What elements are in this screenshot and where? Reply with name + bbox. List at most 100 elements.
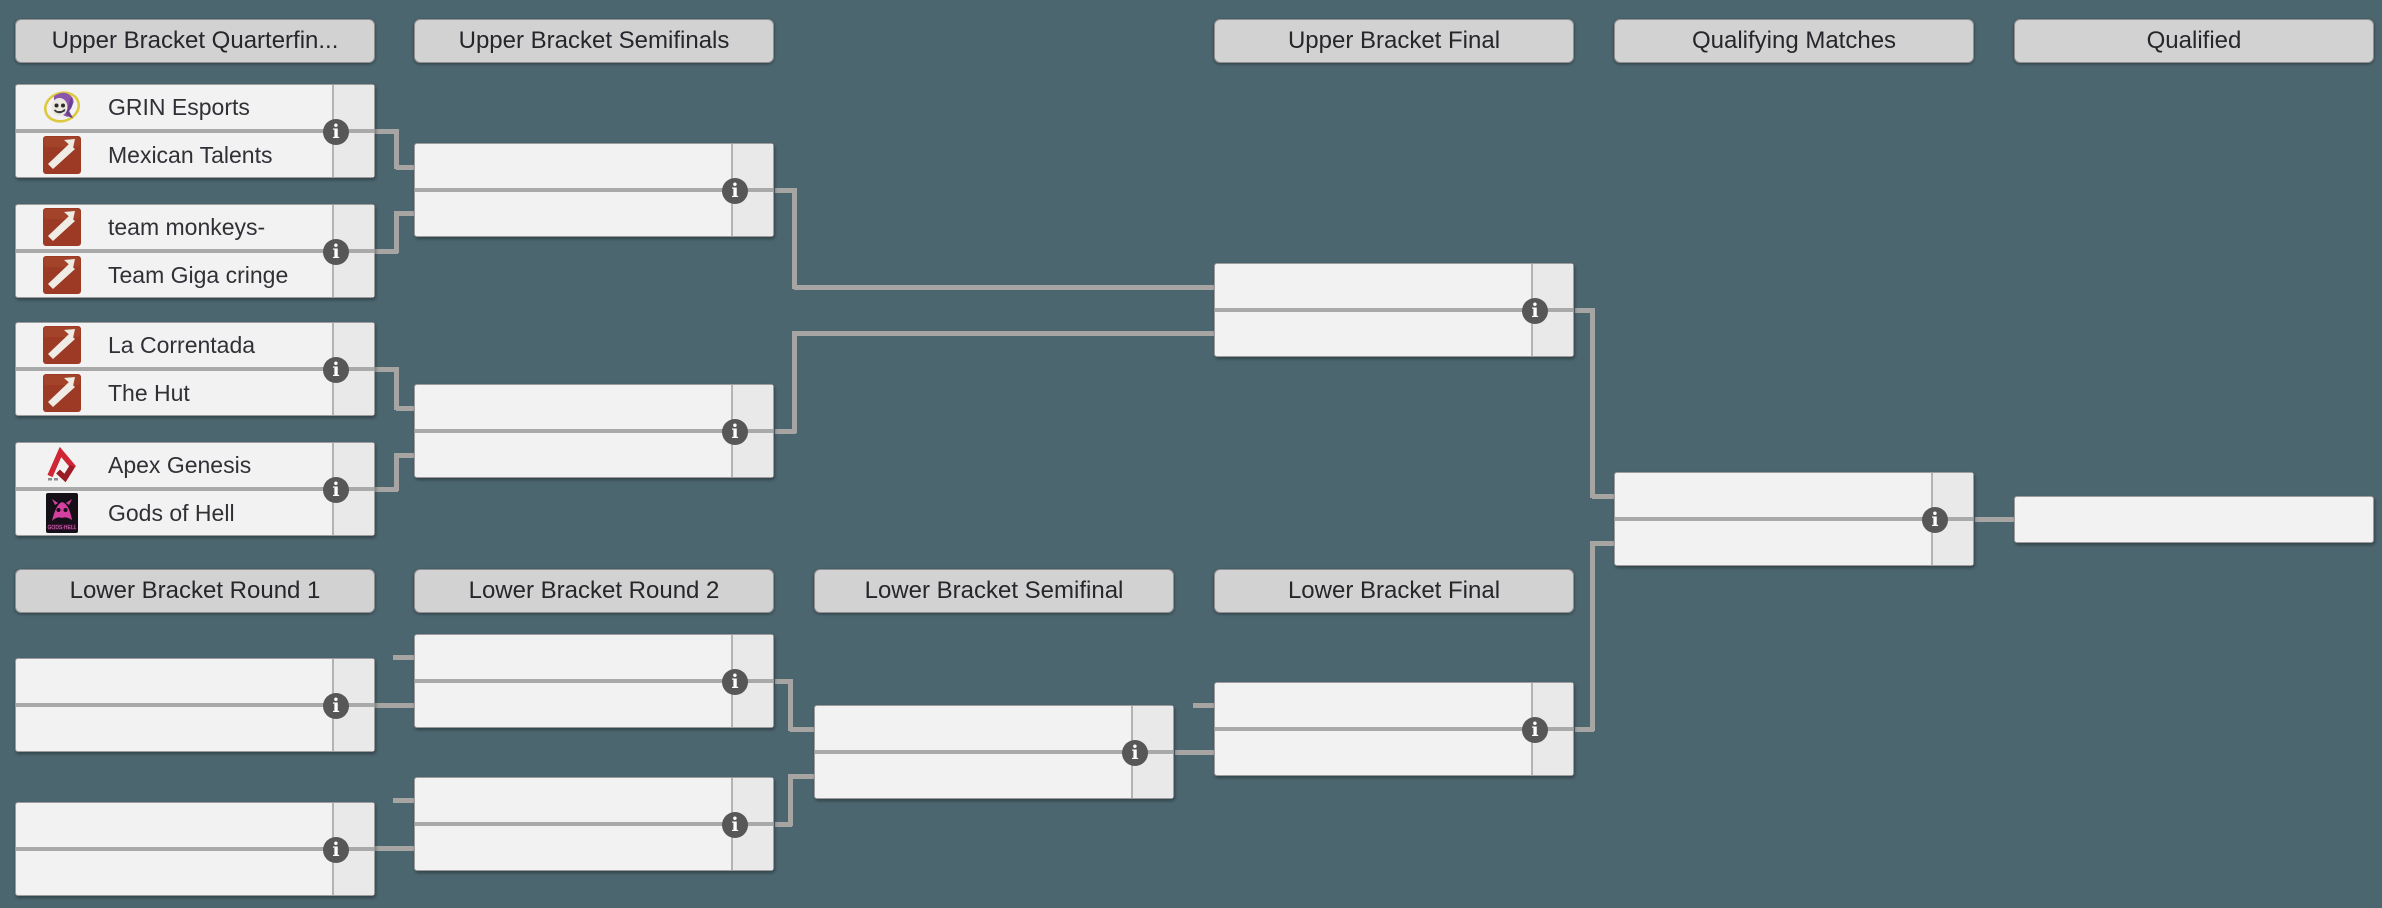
bracket-connector-segment	[794, 285, 1214, 290]
match-lb-round1-1: i	[15, 658, 375, 752]
bracket-connector-segment	[396, 211, 414, 216]
team-slot-empty	[16, 659, 332, 703]
team-slot-empty	[1215, 312, 1531, 356]
bracket-connector-segment	[394, 129, 399, 169]
bracket-connector-segment	[375, 129, 398, 134]
bracket-connector-segment	[1575, 308, 1594, 313]
dota2-logo-icon[interactable]	[16, 373, 108, 413]
bracket-connector-segment	[394, 211, 399, 253]
bracket-connector-segment	[396, 453, 414, 458]
team-slot-empty	[415, 433, 731, 477]
match-info-icon[interactable]: i	[722, 669, 748, 695]
header-lower-bracket-round-1: Lower Bracket Round 1	[15, 569, 375, 613]
bracket-connector-segment	[1590, 308, 1595, 498]
team-slot-empty	[415, 385, 731, 429]
team-slot: Team Giga cringe	[16, 253, 332, 297]
dota2-logo-icon[interactable]	[16, 135, 108, 175]
header-qualified: Qualified	[2014, 19, 2374, 63]
bracket-connector-segment	[375, 367, 398, 372]
bracket-connector-segment	[775, 188, 796, 193]
match-info-icon[interactable]: i	[323, 693, 349, 719]
match-info-icon[interactable]: i	[722, 812, 748, 838]
bracket-connector-segment	[1193, 703, 1214, 708]
team-slot-empty	[815, 706, 1131, 750]
team-name[interactable]: Team Giga cringe	[108, 261, 289, 288]
dota2-logo-icon[interactable]	[16, 325, 108, 365]
team-name[interactable]: Gods of Hell	[108, 499, 235, 526]
team-slot-empty	[415, 778, 731, 822]
team-slot-empty	[415, 144, 731, 188]
team-slot-empty	[16, 851, 332, 895]
match-row-divider	[415, 429, 773, 433]
team-name[interactable]: Mexican Talents	[108, 141, 273, 168]
team-slot-empty	[16, 707, 332, 751]
bracket-connector-segment	[396, 165, 414, 170]
bracket-connector-segment	[396, 406, 414, 411]
team-slot-empty	[415, 826, 731, 870]
header-upper-bracket-quarterfinals: Upper Bracket Quarterfin...	[15, 19, 375, 63]
match-row-divider	[16, 249, 374, 253]
grin-esports-logo-icon[interactable]	[16, 88, 108, 126]
match-info-icon[interactable]: i	[323, 119, 349, 145]
gods-of-hell-logo-icon[interactable]	[16, 493, 108, 533]
match-info-icon[interactable]: i	[323, 477, 349, 503]
team-name[interactable]: The Hut	[108, 379, 190, 406]
team-name[interactable]: GRIN Esports	[108, 93, 250, 120]
bracket-connector-segment	[375, 703, 414, 708]
match-ub-quarterfinal-1: GRIN Esports Mexican Talents i	[15, 84, 375, 178]
bracket-connector-segment	[775, 822, 792, 827]
match-row-divider	[415, 822, 773, 826]
match-row-divider	[1215, 308, 1573, 312]
match-row-divider	[16, 129, 374, 133]
team-slot-empty	[415, 192, 731, 236]
bracket-connector-segment	[375, 249, 398, 254]
match-qualifying: i	[1614, 472, 1974, 566]
header-lower-bracket-round-2: Lower Bracket Round 2	[414, 569, 774, 613]
dota2-logo-icon[interactable]	[16, 207, 108, 247]
match-row-divider	[16, 703, 374, 707]
match-row-divider	[1215, 727, 1573, 731]
bracket-connector-segment	[375, 846, 414, 851]
qualified-slot	[2014, 496, 2374, 543]
team-slot-empty	[815, 754, 1131, 798]
bracket-connector-segment	[1592, 541, 1614, 546]
header-upper-bracket-semifinals: Upper Bracket Semifinals	[414, 19, 774, 63]
match-row-divider	[415, 188, 773, 192]
match-info-icon[interactable]: i	[722, 178, 748, 204]
match-info-icon[interactable]: i	[1522, 298, 1548, 324]
match-ub-semifinal-1: i	[414, 143, 774, 237]
header-lower-bracket-semifinal: Lower Bracket Semifinal	[814, 569, 1174, 613]
match-lb-round2-2: i	[414, 777, 774, 871]
team-name[interactable]: team monkeys-	[108, 213, 266, 240]
bracket-connector-segment	[790, 774, 814, 779]
match-info-icon[interactable]: i	[323, 837, 349, 863]
team-slot-empty	[1215, 264, 1531, 308]
match-row-divider	[16, 367, 374, 371]
dota2-logo-icon[interactable]	[16, 255, 108, 295]
team-name[interactable]: Apex Genesis	[108, 451, 252, 478]
bracket-connector-segment	[394, 453, 399, 491]
team-slot-empty	[1615, 473, 1931, 517]
match-info-icon[interactable]: i	[1922, 507, 1948, 533]
match-info-icon[interactable]: i	[323, 357, 349, 383]
match-info-icon[interactable]: i	[1122, 740, 1148, 766]
match-info-icon[interactable]: i	[1522, 717, 1548, 743]
match-ub-quarterfinal-2: team monkeys- Team Giga cringe i	[15, 204, 375, 298]
bracket-connector-segment	[788, 679, 793, 731]
bracket-connector-segment	[1175, 750, 1214, 755]
apex-genesis-logo-icon[interactable]	[16, 447, 108, 483]
team-slot: Gods of Hell	[16, 491, 332, 535]
match-row-divider	[16, 847, 374, 851]
bracket-connector-segment	[788, 774, 793, 826]
match-info-icon[interactable]: i	[722, 419, 748, 445]
team-slot: Mexican Talents	[16, 133, 332, 177]
team-slot: The Hut	[16, 371, 332, 415]
match-info-icon[interactable]: i	[323, 239, 349, 265]
team-name[interactable]: La Correntada	[108, 331, 256, 358]
header-qualifying-matches: Qualifying Matches	[1614, 19, 1974, 63]
match-row-divider	[815, 750, 1173, 754]
bracket-connector-segment	[1975, 517, 2014, 522]
team-slot-empty	[1215, 731, 1531, 775]
match-row-divider	[1615, 517, 1973, 521]
